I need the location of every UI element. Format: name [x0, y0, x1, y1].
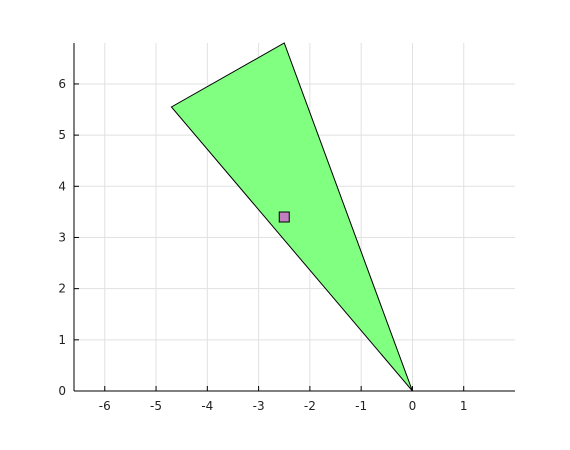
x-tick-label: -3 [253, 399, 265, 413]
x-tick-label: -6 [99, 399, 111, 413]
square-marker [278, 211, 290, 223]
x-tick-label: -4 [201, 399, 213, 413]
tick-labels: -6 -5 -4 -3 -2 -1 0 1 0 1 2 3 4 5 6 [58, 77, 467, 413]
y-tick-label: 6 [58, 77, 66, 91]
triangle-polygon [170, 42, 413, 392]
axes [73, 43, 515, 392]
x-tick-label: 1 [460, 399, 468, 413]
y-tick-label: 2 [58, 282, 66, 296]
x-tick-label: -1 [355, 399, 367, 413]
y-tick-label: 5 [58, 128, 66, 142]
x-tick-label: -2 [304, 399, 316, 413]
x-tick-label: 0 [409, 399, 417, 413]
x-tick-label: -5 [150, 399, 162, 413]
y-tick-label: 1 [58, 333, 66, 347]
y-tick-label: 4 [58, 179, 66, 193]
plot-area [170, 42, 413, 392]
y-tick-label: 3 [58, 230, 66, 244]
y-tick-label: 0 [58, 384, 66, 398]
